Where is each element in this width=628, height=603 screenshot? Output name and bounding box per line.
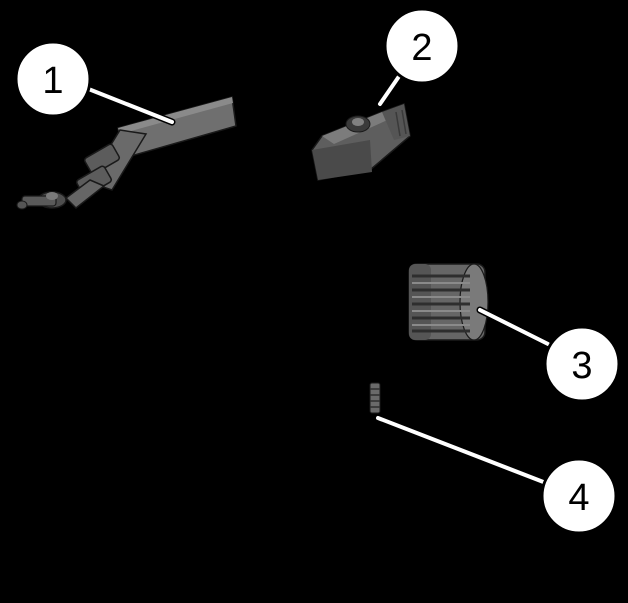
- leader-line-4: [376, 416, 548, 485]
- callout-leaders: [82, 68, 552, 487]
- callout-3: 3: [543, 325, 621, 403]
- part-4-set-screw: [369, 382, 381, 414]
- callout-label-1: 1: [42, 60, 63, 102]
- leader-line-3: [478, 308, 550, 346]
- callout-1: 1: [14, 40, 92, 118]
- part-1-lever-arm: [16, 96, 237, 210]
- callout-2: 2: [383, 7, 461, 85]
- leader-line-1: [84, 86, 174, 124]
- callout-label-4: 4: [568, 477, 589, 519]
- callout-4: 4: [540, 457, 618, 535]
- callout-label-3: 3: [571, 345, 592, 387]
- part-3-ribbed-knob: [408, 263, 489, 341]
- part-2-wing-knob: [311, 102, 411, 181]
- leader-line-2: [378, 70, 404, 106]
- callout-label-2: 2: [411, 27, 432, 69]
